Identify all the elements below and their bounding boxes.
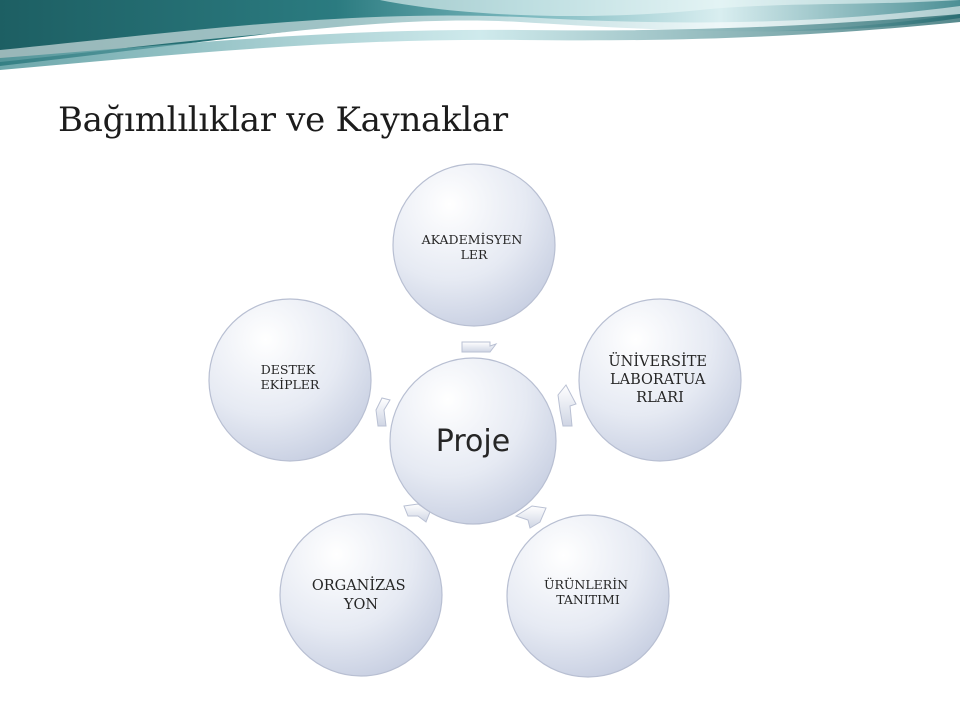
arrow-bottom-left [403,503,431,523]
arrow-top [461,341,498,353]
node-urunler: ÜRÜNLERİN TANITIMI [506,514,670,678]
node-akademisyenler: AKADEMİSYEN LER [392,163,556,327]
slide-title: Bağımlılıklar ve Kaynaklar [58,100,508,140]
node-label-universite: ÜNİVERSİTE LABORATUA RLARI [608,352,711,406]
node-center-proje: Proje [389,357,557,525]
node-label-destek: DESTEK EKİPLER [261,362,320,392]
arrow-bottom-right [514,505,547,529]
arrow-right [557,384,577,427]
node-organizasyon: ORGANİZAS YON [279,513,443,677]
header-wave-banner [0,0,960,80]
node-universite: ÜNİVERSİTE LABORATUA RLARI [578,298,742,462]
node-destek: DESTEK EKİPLER [208,298,372,462]
center-label: Proje [436,424,510,459]
arrow-left [375,397,391,427]
connector-arrows [375,341,577,529]
node-label-akademisyenler: AKADEMİSYEN LER [421,232,527,262]
node-label-urunler: ÜRÜNLERİN TANITIMI [544,576,632,607]
node-label-organizasyon: ORGANİZAS YON [312,576,410,613]
